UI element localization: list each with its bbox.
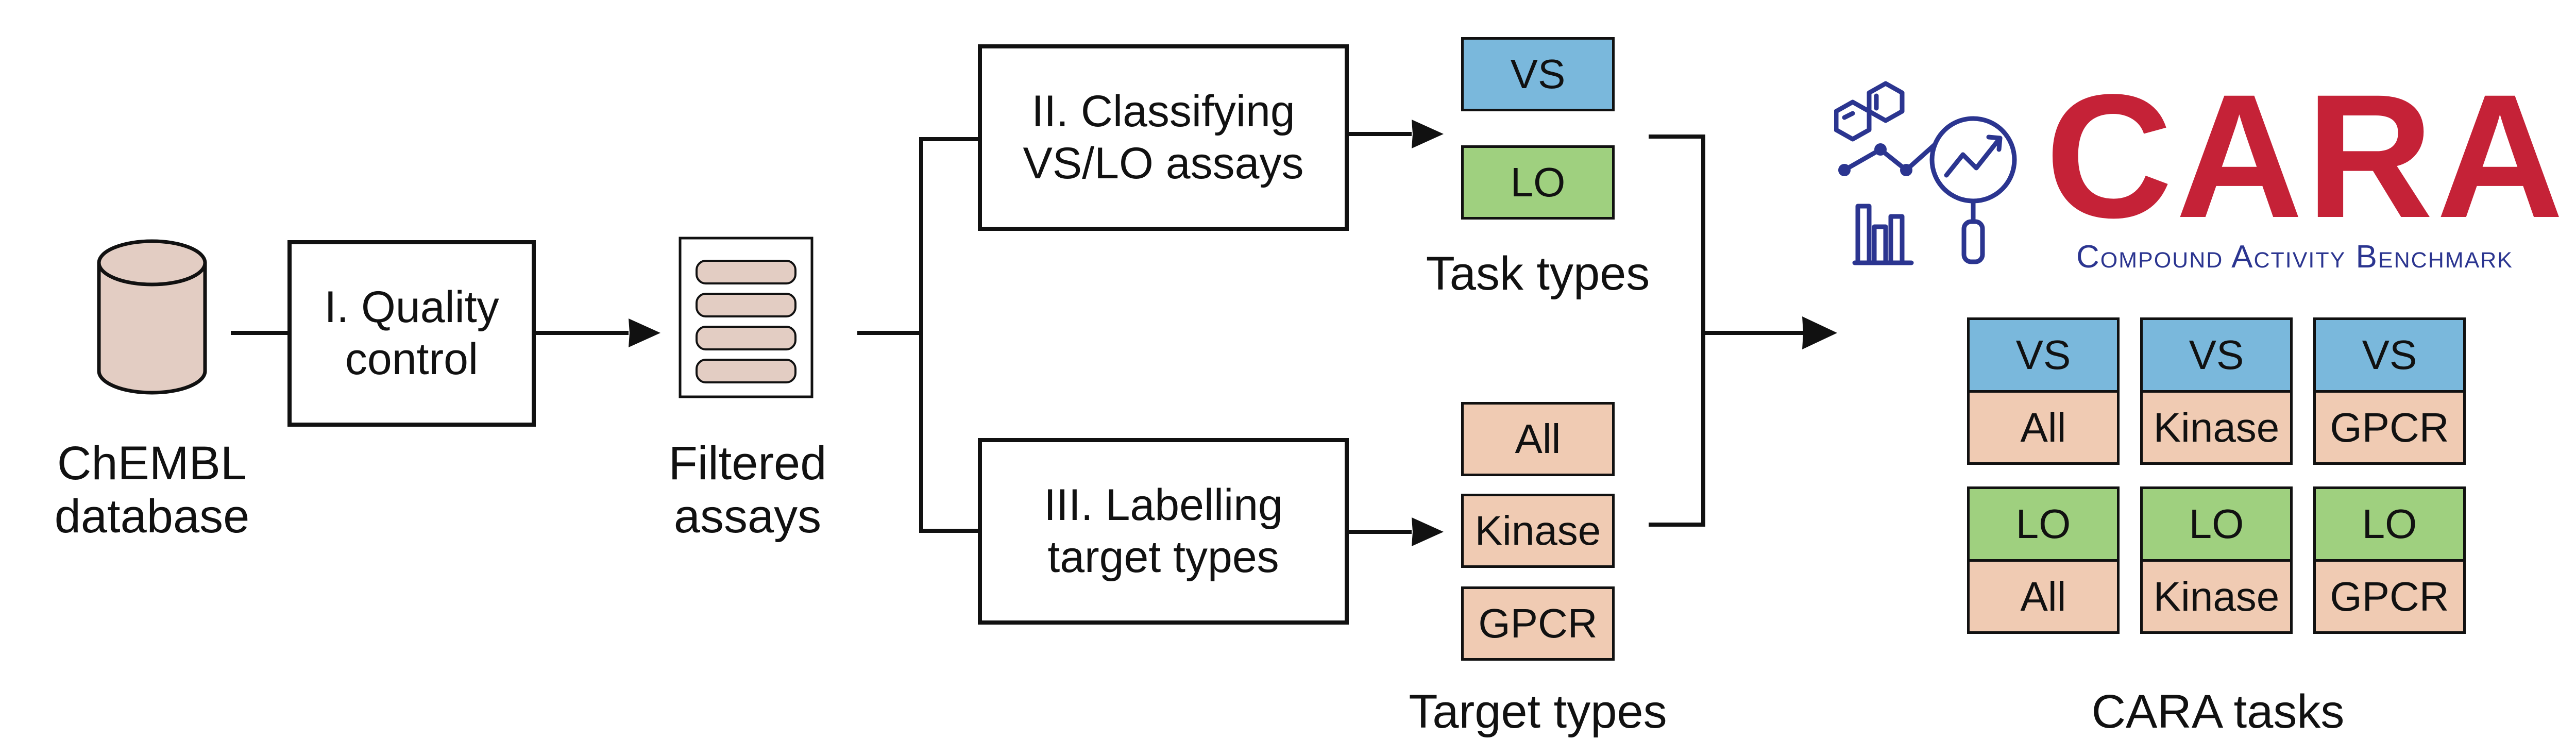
card-target: GPCR — [2316, 562, 2463, 631]
arrowhead-task-types — [1412, 120, 1444, 148]
analysis-graphic-icon — [1834, 81, 2017, 265]
logo-title: CARA — [2045, 58, 2567, 255]
labelling-line1: III. Labelling — [1044, 480, 1283, 530]
merge-bracket — [1649, 135, 1705, 527]
quality-control-line2: control — [345, 334, 479, 384]
card-target: All — [1970, 393, 2117, 462]
filtered-label-line2: assays — [673, 490, 822, 543]
logo-subtitle: Compound Activity Benchmark — [2076, 239, 2513, 275]
filtered-label: Filtered assays — [616, 437, 879, 543]
cara-task-card: LO Kinase — [2140, 486, 2293, 634]
target-chip-kinase: Kinase — [1461, 494, 1615, 568]
card-task: VS — [2143, 320, 2290, 393]
task-chip-lo: LO — [1461, 145, 1615, 220]
card-task: VS — [2316, 320, 2463, 393]
cara-task-card: LO GPCR — [2313, 486, 2466, 634]
source-label-line2: database — [54, 490, 250, 543]
task-chip-vs: VS — [1461, 37, 1615, 111]
filtered-label-line1: Filtered — [668, 437, 827, 490]
arrowhead-cara — [1802, 316, 1837, 349]
database-icon — [97, 239, 207, 395]
card-task: LO — [2143, 489, 2290, 562]
card-target: All — [1970, 562, 2117, 631]
cara-task-card: VS Kinase — [2140, 317, 2293, 465]
classifying-line2: VS/LO assays — [1023, 139, 1304, 188]
task-types-label: Task types — [1426, 247, 1650, 300]
labelling-box: III. Labelling target types — [978, 438, 1349, 625]
card-target: Kinase — [2143, 562, 2290, 631]
arrowhead-qc-filtered — [629, 318, 660, 347]
target-chip-all: All — [1461, 402, 1615, 476]
classifying-line1: II. Classifying — [1031, 87, 1295, 137]
source-label: ChEMBL database — [21, 437, 283, 543]
cara-task-card: VS All — [1967, 317, 2120, 465]
target-chip-gpcr: GPCR — [1461, 586, 1615, 661]
quality-control-box: I. Quality control — [287, 240, 536, 427]
cara-tasks-label: CARA tasks — [2091, 685, 2345, 738]
labelling-line2: target types — [1047, 532, 1279, 582]
card-target: GPCR — [2316, 393, 2463, 462]
quality-control-line1: I. Quality — [324, 282, 499, 332]
card-task: VS — [1970, 320, 2117, 393]
card-target: Kinase — [2143, 393, 2290, 462]
card-task: LO — [1970, 489, 2117, 562]
document-icon — [679, 237, 814, 398]
target-types-label: Target types — [1409, 685, 1667, 738]
source-label-line1: ChEMBL — [57, 437, 247, 490]
cara-task-card: LO All — [1967, 486, 2120, 634]
cara-task-card: VS GPCR — [2313, 317, 2466, 465]
arrowhead-target-types — [1412, 517, 1444, 546]
card-task: LO — [2316, 489, 2463, 562]
classifying-box: II. Classifying VS/LO assays — [978, 44, 1349, 231]
